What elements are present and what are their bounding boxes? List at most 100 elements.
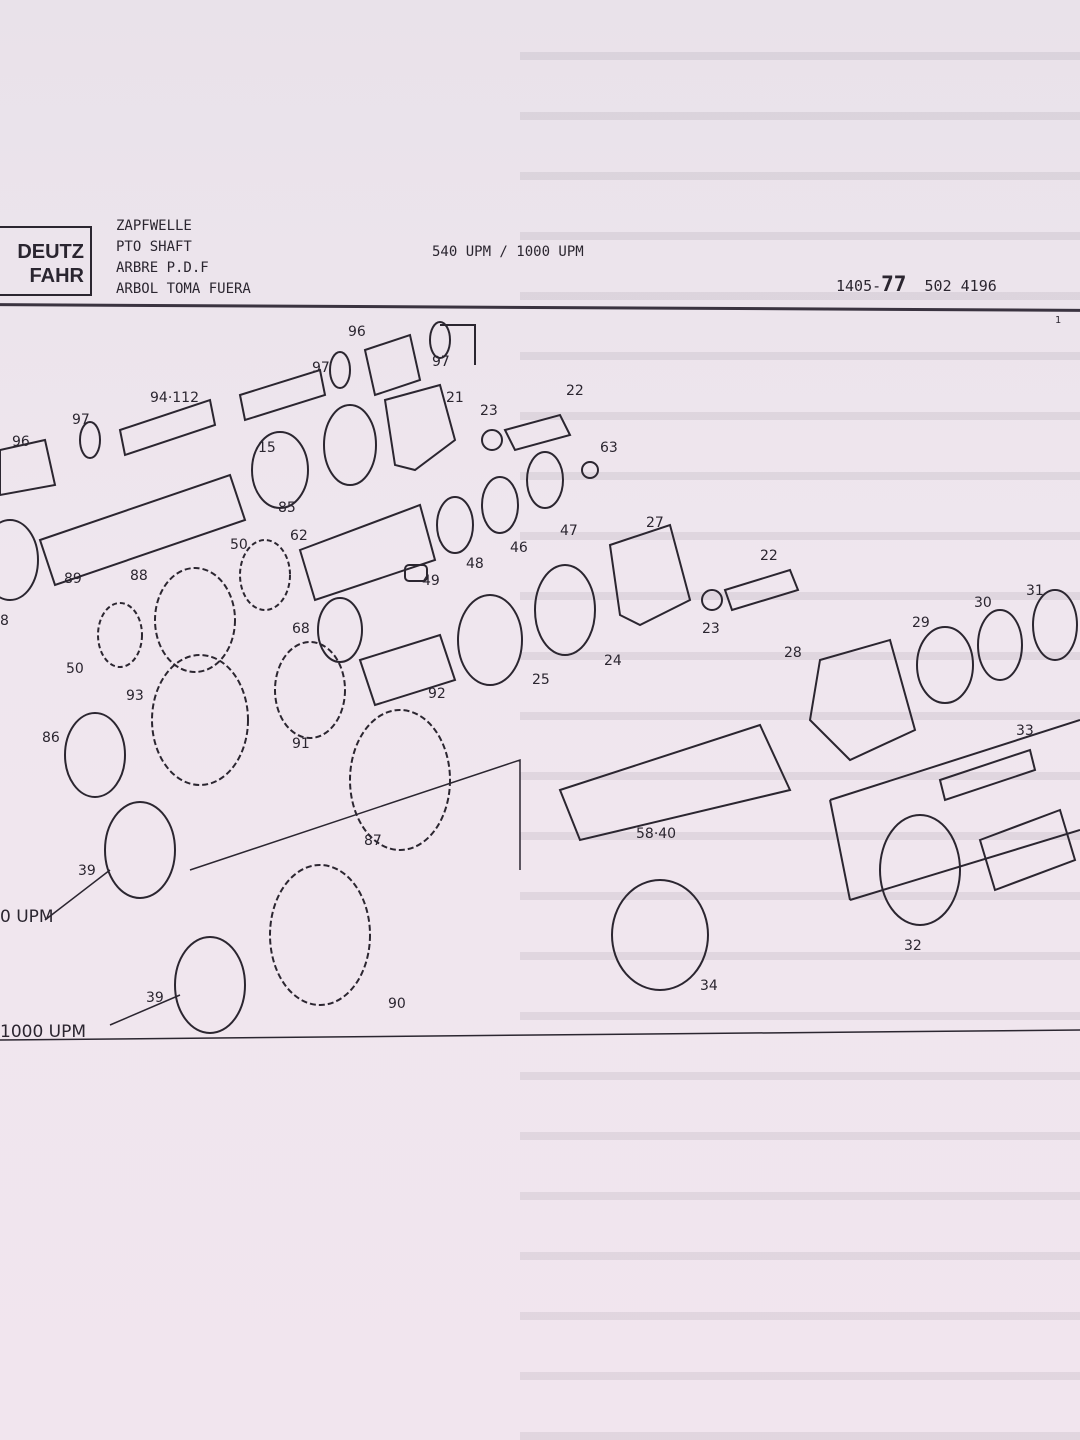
label-47: 47	[560, 523, 578, 539]
shim-46	[481, 476, 519, 534]
bush-96b	[0, 438, 57, 497]
shim-48	[436, 496, 474, 554]
label-97: 97	[432, 354, 450, 370]
label-49: 49	[422, 573, 440, 589]
gear-87	[349, 709, 451, 851]
part-labels: 97 96 97 94·112 97 96 15 21 22 23 63 85 …	[0, 324, 1044, 1042]
label-31: 31	[1026, 583, 1044, 599]
part-reference: 1405-77 502 4196	[836, 272, 997, 296]
bush-96	[363, 333, 422, 397]
label-23: 23	[702, 621, 720, 637]
title-fr: ARBRE P.D.F	[116, 260, 209, 276]
label-85: 85	[278, 500, 296, 516]
bearing-86	[64, 712, 126, 798]
washer-23	[481, 429, 503, 451]
label-96: 96	[348, 324, 366, 340]
label-58-40: 58·40	[636, 826, 676, 842]
gear-90	[269, 864, 371, 1006]
ring-31	[1032, 589, 1078, 661]
part-number: 502 4196	[924, 277, 997, 295]
label-96: 96	[12, 434, 30, 450]
label-90: 90	[388, 996, 406, 1012]
gear-88	[154, 567, 236, 673]
label-62: 62	[290, 528, 308, 544]
bolt-22b	[723, 568, 800, 612]
shaft-94-112	[118, 398, 217, 457]
label-50: 50	[230, 537, 248, 553]
sleeve	[978, 808, 1077, 892]
part-shapes	[0, 321, 1080, 1041]
bottom-rule	[0, 1029, 1080, 1041]
label-93: 93	[126, 688, 144, 704]
gear-50b	[97, 602, 143, 668]
speed-subtitle: 540 UPM / 1000 UPM	[432, 244, 584, 260]
page-number: 1	[1055, 315, 1062, 326]
bush-68	[317, 597, 363, 663]
gear-50	[239, 539, 291, 611]
label-91: 91	[292, 736, 310, 752]
label-48: 48	[466, 556, 484, 572]
label-28: 28	[784, 645, 802, 661]
section-titles: ZAPFWELLE PTO SHAFT ARBRE P.D.F ARBOL TO…	[116, 216, 251, 300]
seal-85	[323, 404, 377, 486]
label-1000-upm: 1000 UPM	[0, 1022, 86, 1042]
washer-23b	[701, 589, 723, 611]
label-39: 39	[146, 990, 164, 1006]
gear-91	[274, 641, 346, 739]
title-es: ARBOL TOMA FUERA	[116, 281, 251, 297]
shaft-89	[38, 473, 247, 587]
label-92: 92	[428, 686, 446, 702]
label-29: 29	[912, 615, 930, 631]
splined-sleeve	[238, 368, 327, 422]
bearing-15	[251, 431, 309, 509]
shaft-62	[298, 503, 437, 602]
leader-lines	[44, 758, 521, 1026]
label-24: 24	[604, 653, 622, 669]
label-23: 23	[480, 403, 498, 419]
bracket-line	[440, 324, 476, 365]
label-8: 8	[0, 613, 9, 629]
logo-line-1: DEUTZ	[17, 241, 84, 263]
label-97: 97	[72, 412, 90, 428]
label-39: 39	[78, 863, 96, 879]
title-en: PTO SHAFT	[116, 239, 192, 255]
circlip-97b	[429, 321, 451, 359]
circlip-47	[526, 451, 564, 509]
part-group: 77	[881, 272, 907, 296]
bearing-8	[0, 519, 39, 601]
label-68: 68	[292, 621, 310, 637]
label-33: 33	[1016, 723, 1034, 739]
bolt-33	[938, 748, 1037, 802]
label-50: 50	[66, 661, 84, 677]
label-46: 46	[510, 540, 528, 556]
label-15: 15	[258, 440, 276, 456]
bearing-39b	[174, 936, 246, 1034]
cover-27	[608, 523, 692, 627]
label-27: 27	[646, 515, 664, 531]
cap-34	[611, 879, 709, 991]
circlip-97	[329, 351, 351, 389]
shaft-58-40	[558, 723, 792, 842]
cover-21	[383, 383, 457, 472]
label-88: 88	[130, 568, 148, 584]
bearing-29	[916, 626, 974, 704]
label-97: 97	[312, 360, 330, 376]
flange-32	[879, 814, 961, 926]
deutz-fahr-logo: DEUTZ FAHR	[0, 226, 92, 296]
label-63: 63	[600, 440, 618, 456]
label-87: 87	[364, 833, 382, 849]
bearing-25	[457, 594, 523, 686]
label-94-112: 94·112	[150, 390, 199, 406]
label-22: 22	[760, 548, 778, 564]
label-89: 89	[64, 571, 82, 587]
label-32: 32	[904, 938, 922, 954]
title-de: ZAPFWELLE	[116, 218, 192, 234]
bolt-22	[503, 413, 572, 452]
ring-30	[977, 609, 1023, 681]
gear-93	[151, 654, 249, 786]
label-540-upm: 0 UPM	[0, 907, 54, 927]
label-86: 86	[42, 730, 60, 746]
label-25: 25	[532, 672, 550, 688]
plug-49	[404, 564, 428, 582]
logo-line-2: FAHR	[29, 265, 84, 287]
